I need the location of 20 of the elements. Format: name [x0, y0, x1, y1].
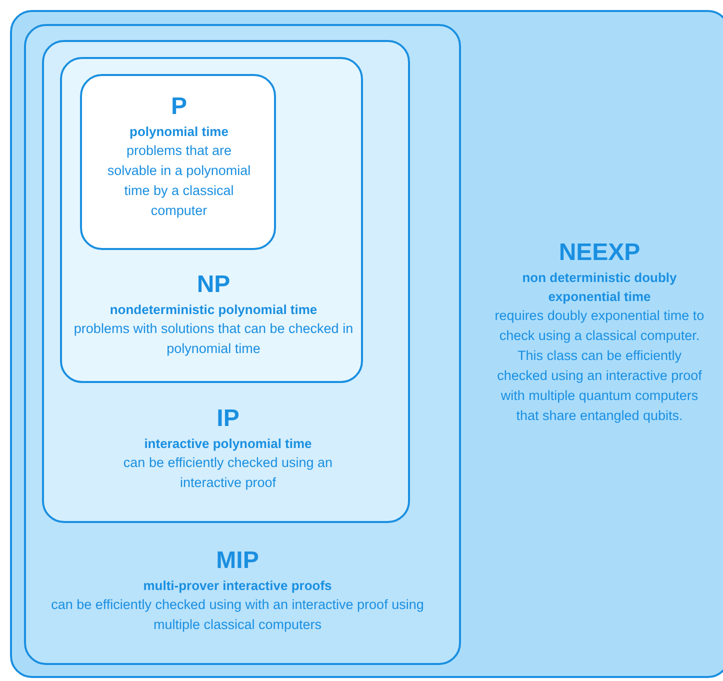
class-region [60, 57, 363, 383]
class-region [80, 74, 276, 250]
class-subtitle: polynomial time [128, 123, 230, 141]
class-description: requires doubly exponential time to check using a classical computer. This class can be efficiently checked using an interactive proof with multiple quantum computers that share entangled qubits. [494, 307, 706, 425]
class-description: problems that are solvable in a polynomial time by a classical computer [106, 142, 252, 220]
class-heading: IP [216, 404, 240, 434]
class-description: can be efficiently checked using with an interactive proof using multiple classical computers [50, 596, 425, 634]
class-description: can be efficiently checked using an interactive proof [122, 454, 334, 492]
class-subtitle: non deterministic doubly exponential time [521, 269, 678, 306]
class-description: problems with solutions that can be checked in polynomial time [72, 320, 354, 358]
class-region [24, 24, 461, 665]
class-subtitle: interactive polynomial time [143, 435, 313, 453]
class-heading: MIP [215, 546, 260, 576]
class-region [10, 10, 723, 678]
class-region [42, 40, 410, 523]
class-subtitle: nondeterministic polynomial time [108, 301, 318, 319]
class-heading: NP [196, 270, 232, 300]
class-subtitle: multi-prover interactive proofs [142, 577, 333, 595]
class-heading: P [170, 92, 188, 122]
class-heading: NEEXP [558, 238, 642, 268]
